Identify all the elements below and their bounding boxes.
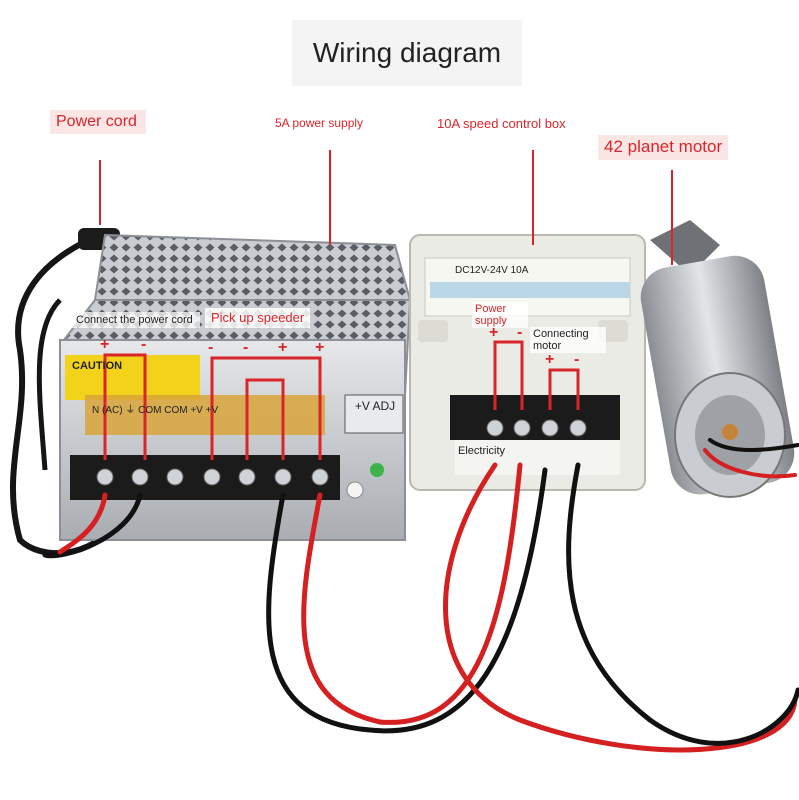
- sign-minus: -: [141, 336, 147, 353]
- label-power-supply-small: Power supply: [472, 302, 528, 329]
- label-power-supply: 5A power supply: [275, 116, 364, 130]
- label-connecting-motor: Connecting motor: [530, 327, 606, 354]
- sign-minus: -: [208, 339, 214, 356]
- sign-plus: +: [315, 339, 325, 356]
- label-pick-up-speeder: Pick up speeder: [205, 308, 311, 329]
- psu-adj-legend: +V ADJ: [354, 399, 396, 413]
- sign-plus: +: [489, 324, 499, 341]
- sign-minus: -: [574, 351, 580, 368]
- box-rating-text: DC12V-24V 10A: [455, 265, 529, 276]
- page-title: Wiring diagram: [292, 20, 522, 86]
- connecting-wires: [42, 438, 799, 753]
- label-speed-control-box: 10A speed control box: [437, 116, 566, 131]
- label-electricity: Electricity: [458, 445, 506, 457]
- terminal-brackets: [103, 340, 580, 460]
- power-supply-unit: [59, 233, 412, 541]
- sign-plus: +: [100, 336, 110, 353]
- label-planet-motor: 42 planet motor: [598, 135, 729, 160]
- callout-lines: [99, 150, 673, 265]
- label-connect-power-cord: Connect the power cord: [72, 312, 200, 329]
- sign-plus: +: [545, 351, 555, 368]
- sign-plus: +: [278, 339, 288, 356]
- caution-sticker-text: CAUTION: [72, 360, 123, 372]
- planet-motor: [640, 220, 795, 498]
- speed-control-box: [409, 234, 646, 491]
- sign-minus: -: [243, 339, 249, 356]
- label-power-cord: Power cord: [50, 110, 146, 134]
- sign-minus: -: [517, 324, 523, 341]
- psu-terminal-legend: N (AC) ⏚ COM COM +V +V: [92, 405, 219, 416]
